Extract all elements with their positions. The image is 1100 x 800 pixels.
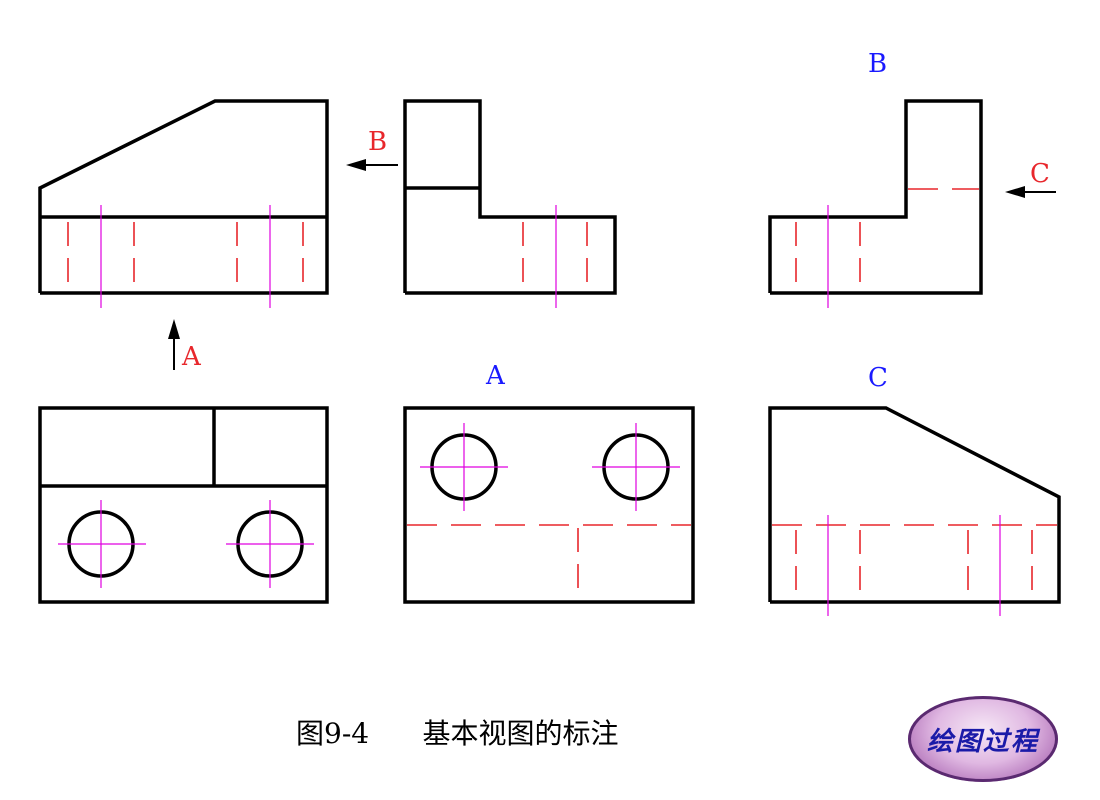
view-a-center-lines <box>420 423 680 511</box>
view-c <box>768 406 1061 616</box>
view-c-center-lines <box>827 515 1001 616</box>
drawing-process-button[interactable]: 绘图过程 <box>908 696 1058 782</box>
top-view-outline <box>38 406 329 604</box>
main-view-center-lines <box>100 205 271 308</box>
view-b-hidden-hole <box>795 222 861 293</box>
view-title-a: A <box>485 361 506 391</box>
main-view-outline <box>38 99 329 295</box>
view-arrow-c <box>1005 186 1056 198</box>
view-a-outline <box>403 406 695 604</box>
arrow-label-c: C <box>1030 159 1050 189</box>
left-view-outline <box>403 99 617 295</box>
figure-caption: 图9-4 基本视图的标注 <box>296 712 619 752</box>
figure-number: 图9-4 <box>296 717 370 750</box>
view-arrow-b <box>346 159 398 171</box>
view-c-hidden-holes <box>795 530 1033 600</box>
main-view <box>38 99 329 308</box>
view-c-outline <box>768 406 1061 604</box>
arrow-label-b: B <box>368 127 387 157</box>
view-arrow-a <box>168 319 180 370</box>
top-view-center-lines <box>58 500 314 588</box>
view-title-b: B <box>868 49 887 79</box>
left-view-hidden-hole <box>522 222 588 293</box>
top-view <box>38 406 329 604</box>
drawing-process-label: 绘图过程 <box>926 726 1039 757</box>
arrow-label-a: A <box>181 342 202 372</box>
view-b <box>768 99 983 308</box>
view-a <box>403 406 695 604</box>
view-title-c: C <box>868 363 888 393</box>
left-view <box>403 99 617 308</box>
main-view-hidden-holes <box>67 222 304 293</box>
view-b-outline <box>768 99 983 295</box>
figure-title: 基本视图的标注 <box>422 717 619 750</box>
